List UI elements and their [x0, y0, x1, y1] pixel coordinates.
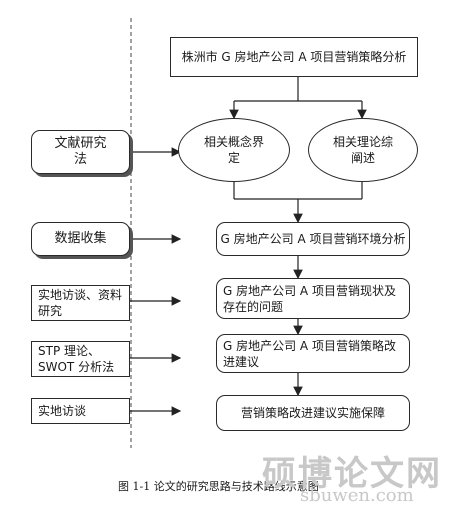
improve-label: G 房地产公司 A 项目营销策略改进建议	[223, 338, 396, 369]
implement-box: 营销策略改进建议实施保障	[216, 395, 410, 431]
theory-ellipse: 相关理论综阐述	[308, 118, 418, 182]
method-field-research: 实地访谈、资料研究	[31, 285, 130, 321]
method-stp-swot: STP 理论、SWOT 分析法	[31, 341, 130, 377]
status-label: G 房地产公司 A 项目营销现状及存在的问题	[223, 283, 396, 314]
watermark-text: 硕博论文网	[262, 454, 442, 494]
method-data-collect-label: 数据收集	[54, 231, 107, 246]
method-stp-swot-label: STP 理论、SWOT 分析法	[38, 344, 115, 374]
status-box: G 房地产公司 A 项目营销现状及存在的问题	[216, 278, 410, 319]
concept-ellipse: 相关概念界定	[178, 118, 290, 182]
method-data-collect: 数据收集	[31, 222, 130, 256]
env-analysis-label: G 房地产公司 A 项目营销环境分析	[220, 232, 406, 246]
watermark-url: sbuwen.com	[300, 485, 414, 506]
improve-box: G 房地产公司 A 项目营销策略改进建议	[216, 334, 410, 373]
method-literature: 文献研究法	[31, 130, 130, 174]
method-field-interview-label: 实地访谈	[38, 404, 87, 418]
env-analysis-box: G 房地产公司 A 项目营销环境分析	[216, 222, 410, 256]
figure-caption: 图 1-1 论文的研究思路与技术路线示意图	[118, 480, 319, 493]
method-field-research-label: 实地访谈、资料研究	[38, 288, 123, 318]
method-literature-label: 文献研究法	[54, 136, 107, 167]
concept-label: 相关概念界定	[203, 135, 264, 165]
title-box: 株洲市 G 房地产公司 A 项目营销策略分析	[170, 37, 418, 77]
method-field-interview: 实地访谈	[31, 398, 130, 424]
implement-label: 营销策略改进建议实施保障	[240, 406, 385, 420]
title-box-label: 株洲市 G 房地产公司 A 项目营销策略分析	[181, 50, 407, 64]
theory-label: 相关理论综阐述	[332, 135, 393, 165]
